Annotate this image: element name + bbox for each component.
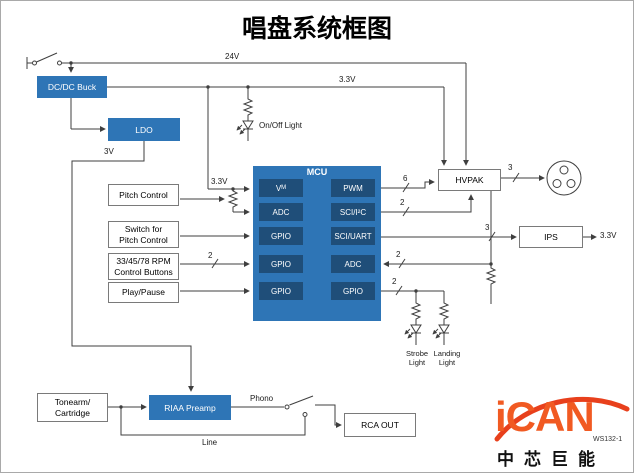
label-onoff-light: On/Off Light [259,121,302,130]
block-switch-pitch: Switch for Pitch Control [108,221,179,248]
block-dcdc-buck: DC/DC Buck [37,76,107,98]
block-pitch-control: Pitch Control [108,184,179,206]
block-tonearm-line1: Tonearm/ [54,396,91,407]
label-bus3-uart: 3 [485,223,490,232]
mcu-label: MCU [306,167,328,177]
label-line: Line [202,438,218,447]
label-landing-line1: Landing [433,349,461,358]
mcu-port-gpio2: GPIO [259,255,303,273]
label-bus6: 6 [403,174,408,183]
audio-path [108,395,342,436]
label-3v3-ips: 3.3V [600,231,617,240]
logo-ican-text: iCAN [495,393,595,440]
block-tonearm-line2: Cartridge [55,407,90,418]
label-strobe-light: Strobe Light [399,349,435,367]
block-play-pause: Play/Pause [108,282,179,303]
block-ips: IPS [519,226,583,248]
label-3v3-mcu: 3.3V [211,177,228,186]
mcu-port-sci-i2c: SCI/I²C [331,203,375,221]
block-switch-pitch-line2: Pitch Control [119,234,168,245]
mcu-port-adc-left: ADC [259,203,303,221]
label-phono: Phono [250,394,274,403]
label-bus2-i2c: 2 [400,198,405,207]
pitch-pot-resistor [180,187,250,215]
block-rca-out: RCA OUT [344,413,416,437]
page-title: 唱盘系统框图 [241,15,392,43]
block-ldo: LDO [108,118,180,141]
strobe-landing-leds [381,285,450,345]
motor-icon [546,160,582,196]
block-riaa-preamp: RIAA Preamp [149,395,231,420]
label-bus3-motor: 3 [508,163,513,172]
ican-logo: iCAN WS132-1 中芯巨能 [491,387,631,471]
block-hvpak: HVPAK [438,169,501,191]
wires [26,52,597,436]
logo-code: WS132-1 [593,436,623,443]
label-bus2-rpm: 2 [208,251,213,260]
block-tonearm: Tonearm/ Cartridge [37,393,108,422]
label-24v: 24V [225,52,240,61]
sense-resistor [383,191,497,304]
label-strobe-line1: Strobe [405,349,429,358]
onoff-led-icon [236,87,254,141]
label-3v: 3V [104,147,114,156]
mcu-port-vm-sub: M [281,185,287,191]
mcu-port-adc-right: ADC [331,255,375,273]
power-switch-icon [26,52,62,69]
mcu-port-gpio1: GPIO [259,227,303,245]
label-bus2-gpio: 2 [392,277,397,286]
label-landing-line2: Light [438,358,456,367]
block-switch-pitch-line1: Switch for [124,223,163,234]
label-3v3-rail: 3.3V [339,75,356,84]
block-rpm-line2: Control Buttons [114,266,173,277]
label-bus2-adc: 2 [396,250,401,259]
label-landing-light: Landing Light [428,349,466,367]
block-rpm-line1: 33/45/78 RPM [116,255,171,266]
mcu-port-pwm: PWM [331,179,375,197]
label-strobe-line2: Light [408,358,426,367]
mcu-port-gpio-right: GPIO [331,282,375,300]
logo-cn-text: 中芯巨能 [497,450,605,469]
logo-swoosh-icon [494,396,630,442]
mcu-port-gpio3: GPIO [259,282,303,300]
mcu-port-vm-main: V [275,183,282,193]
block-rpm-buttons: 33/45/78 RPM Control Buttons [108,253,179,280]
mcu-port-sci-uart: SCI/UART [331,227,375,245]
